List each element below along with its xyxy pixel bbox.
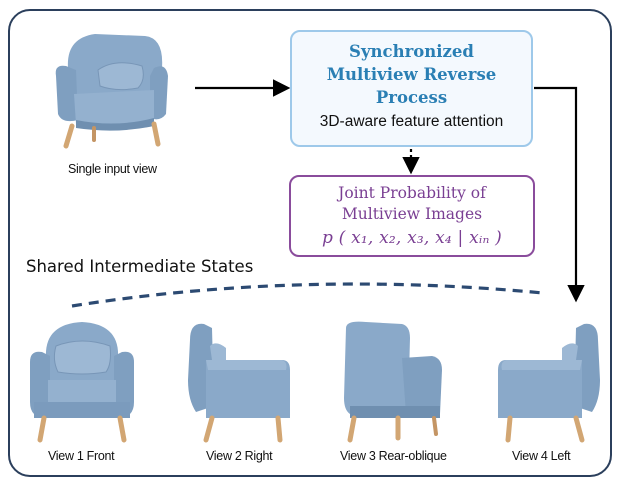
sync-to-views-arrow xyxy=(534,86,585,303)
view4-left-chair-image xyxy=(498,323,600,443)
view1-front-chair-image xyxy=(30,322,134,443)
joint-box-title: Joint Probability of Multiview Images xyxy=(338,184,486,223)
sync-box-subtitle: 3D-aware feature attention xyxy=(319,113,504,130)
view4-label: View 4 Left xyxy=(512,449,571,463)
joint-probability-formula: p ( x₁, x₂, x₃, x₄ | xᵢₙ ) xyxy=(321,228,503,248)
sync-box-title: Synchronized Multiview Reverse Process xyxy=(326,42,497,107)
shared-states-label: Shared Intermediate States xyxy=(26,257,254,276)
view3-rear-oblique-chair-image xyxy=(344,321,442,443)
view3-label: View 3 Rear-oblique xyxy=(340,449,447,463)
joint-probability-box: Joint Probability of Multiview Images p … xyxy=(289,175,535,257)
view1-label: View 1 Front xyxy=(48,449,115,463)
view2-right-chair-image xyxy=(188,323,290,443)
input-view-label: Single input view xyxy=(68,162,157,176)
input-chair-image xyxy=(55,34,168,149)
shared-states-dashed-curve xyxy=(71,282,544,308)
sync-reverse-process-box: Synchronized Multiview Reverse Process 3… xyxy=(290,30,533,147)
view2-label: View 2 Right xyxy=(206,449,273,463)
